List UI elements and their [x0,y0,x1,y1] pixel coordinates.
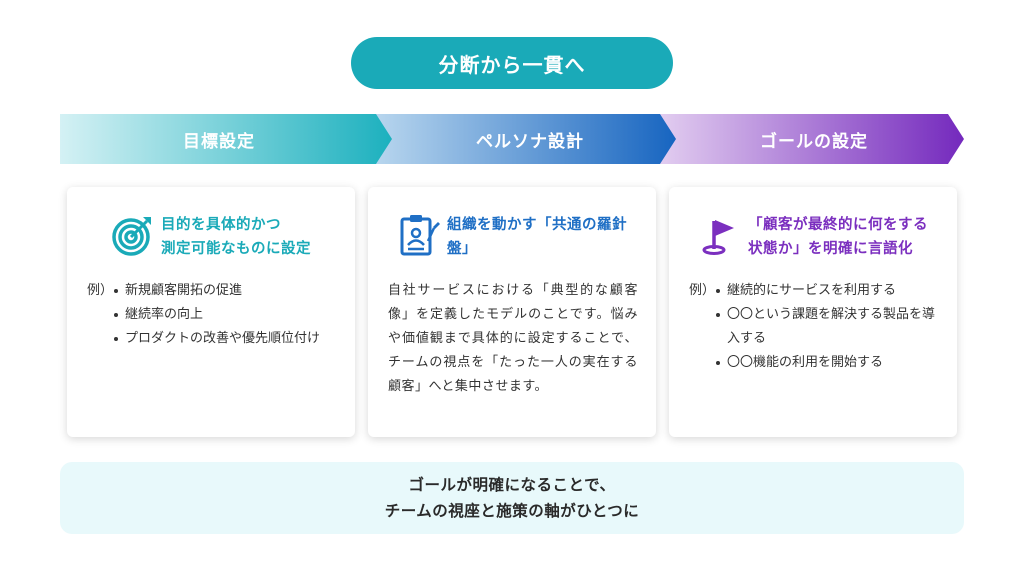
list-item: 〇〇という課題を解決する製品を導入する [715,303,939,351]
card-title-line: 「顧客が最終的に何をする [748,217,928,233]
example-block: 例） 新規顧客開拓の促進 継続率の向上 プロダクトの改善や優先順位付け [87,279,337,351]
clipboard-persona-icon [400,215,440,256]
card-title: 「顧客が最終的に何をする 状態か」を明確に言語化 [748,213,928,261]
card-header: 目的を具体的かつ 測定可能なものに設定 [67,213,355,261]
example-prefix: 例） [689,283,716,298]
card-header: 組織を動かす「共通の羅針 盤」 [368,213,656,261]
card-header: 「顧客が最終的に何をする 状態か」を明確に言語化 [669,213,957,261]
card-goal-setting: 目的を具体的かつ 測定可能なものに設定 例） 新規顧客開拓の促進 継続率の向上 … [67,187,355,437]
step-arrow-3 [660,114,964,164]
target-icon [112,217,151,256]
card-title-line: 測定可能なものに設定 [161,241,311,257]
step-arrow-1 [60,114,394,164]
flag-icon [702,220,734,255]
card-title-line: 状態か」を明確に言語化 [748,241,913,257]
step-arrow-2 [376,114,678,164]
list-item: 継続率の向上 [113,303,320,327]
example-list: 新規顧客開拓の促進 継続率の向上 プロダクトの改善や優先順位付け [113,279,320,351]
list-item: 新規顧客開拓の促進 [113,279,320,303]
card-title: 目的を具体的かつ 測定可能なものに設定 [161,213,311,261]
card-body: 例） 新規顧客開拓の促進 継続率の向上 プロダクトの改善や優先順位付け [87,279,337,351]
card-body: 例） 継続的にサービスを利用する 〇〇という課題を解決する製品を導入する 〇〇機… [689,279,939,375]
step-label-persona-design: ペルソナ設計 [476,131,584,152]
summary-box: ゴールが明確になることで、 チームの視座と施策の軸がひとつに [60,462,964,534]
card-goal-definition: 「顧客が最終的に何をする 状態か」を明確に言語化 例） 継続的にサービスを利用す… [669,187,957,437]
list-item: 〇〇機能の利用を開始する [715,351,939,375]
card-paragraph: 自社サービスにおける「典型的な顧客像」を定義したモデルのことです。悩みや価値観ま… [388,283,638,394]
step-label-goal-setting: 目標設定 [183,131,255,152]
card-title-line: 組織を動かす「共通の羅針 [447,217,627,233]
list-item: プロダクトの改善や優先順位付け [113,327,320,351]
card-title-line: 盤」 [447,241,477,257]
summary-line: チームの視座と施策の軸がひとつに [384,502,640,520]
card-title-line: 目的を具体的かつ [161,217,281,233]
card-persona-design: 組織を動かす「共通の羅針 盤」 自社サービスにおける「典型的な顧客像」を定義した… [368,187,656,437]
summary-line: ゴールが明確になることで、 [408,476,616,494]
header-title: 分断から一貫へ [351,37,673,89]
example-block: 例） 継続的にサービスを利用する 〇〇という課題を解決する製品を導入する 〇〇機… [689,279,939,375]
list-item: 継続的にサービスを利用する [715,279,939,303]
example-list: 継続的にサービスを利用する 〇〇という課題を解決する製品を導入する 〇〇機能の利… [715,279,939,375]
example-prefix: 例） [87,283,114,298]
arrow-band-graphic [60,114,964,164]
process-arrow-band: 目標設定 ペルソナ設計 ゴールの設定 [60,114,964,164]
card-title: 組織を動かす「共通の羅針 盤」 [447,213,627,261]
step-label-goal-definition: ゴールの設定 [760,131,868,152]
